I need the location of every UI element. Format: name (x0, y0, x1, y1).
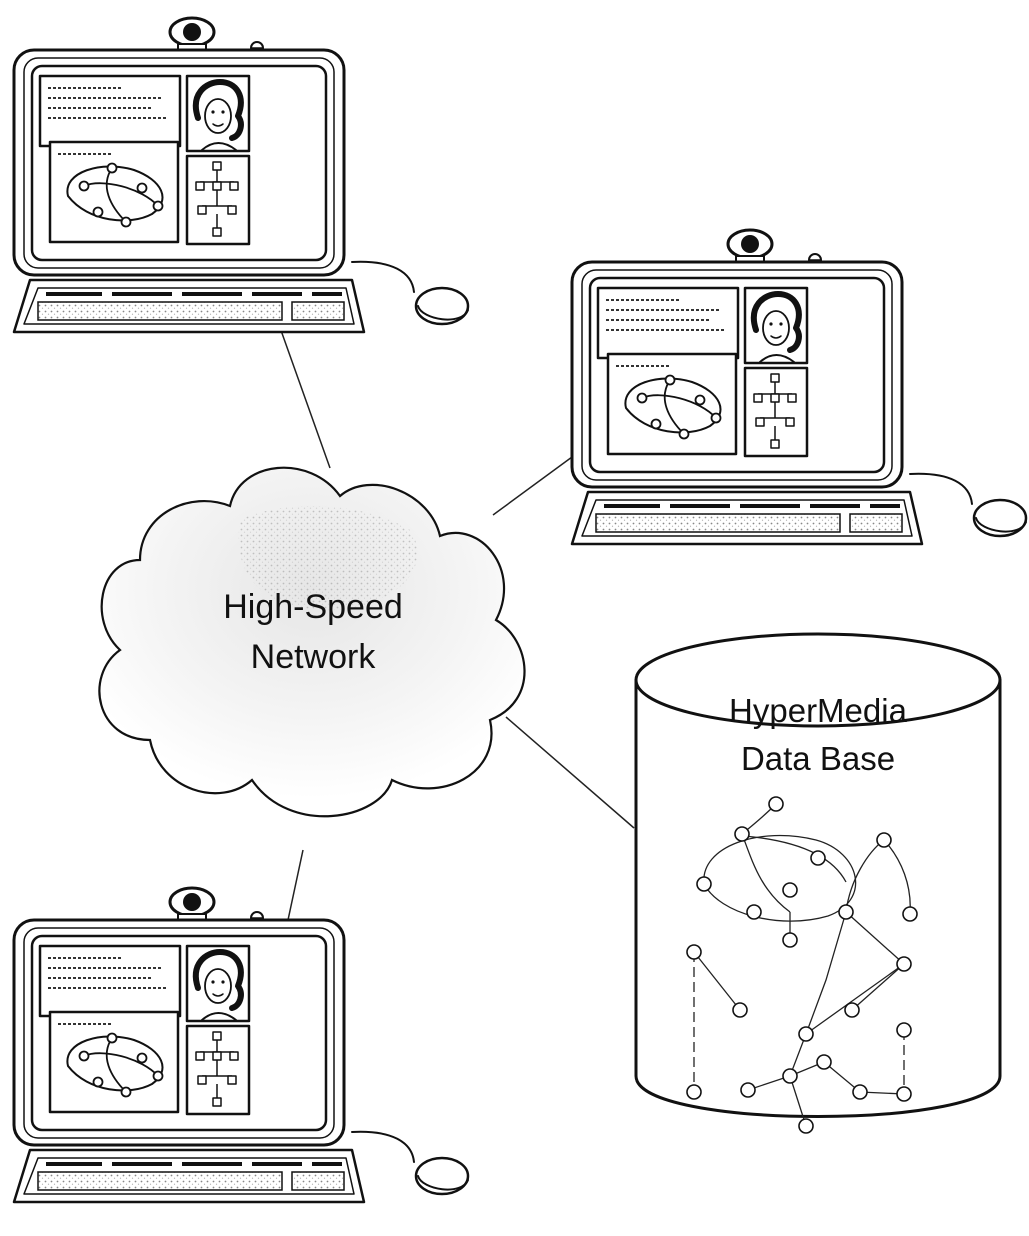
link-top-left (278, 322, 330, 468)
database-label-line2: Data Base (741, 740, 895, 777)
database-label-line1: HyperMedia (729, 692, 908, 729)
workstation-bottom-left (14, 888, 468, 1202)
link-database (506, 717, 634, 828)
high-speed-network-cloud: High-Speed Network (99, 468, 524, 817)
hypermedia-database: HyperMedia Data Base (636, 634, 1000, 1133)
network-label-line2: Network (251, 638, 377, 676)
workstation-top-left (14, 18, 468, 332)
link-bottom-left (288, 850, 303, 920)
network-label-line1: High-Speed (223, 588, 403, 626)
workstation-right (572, 230, 1026, 544)
